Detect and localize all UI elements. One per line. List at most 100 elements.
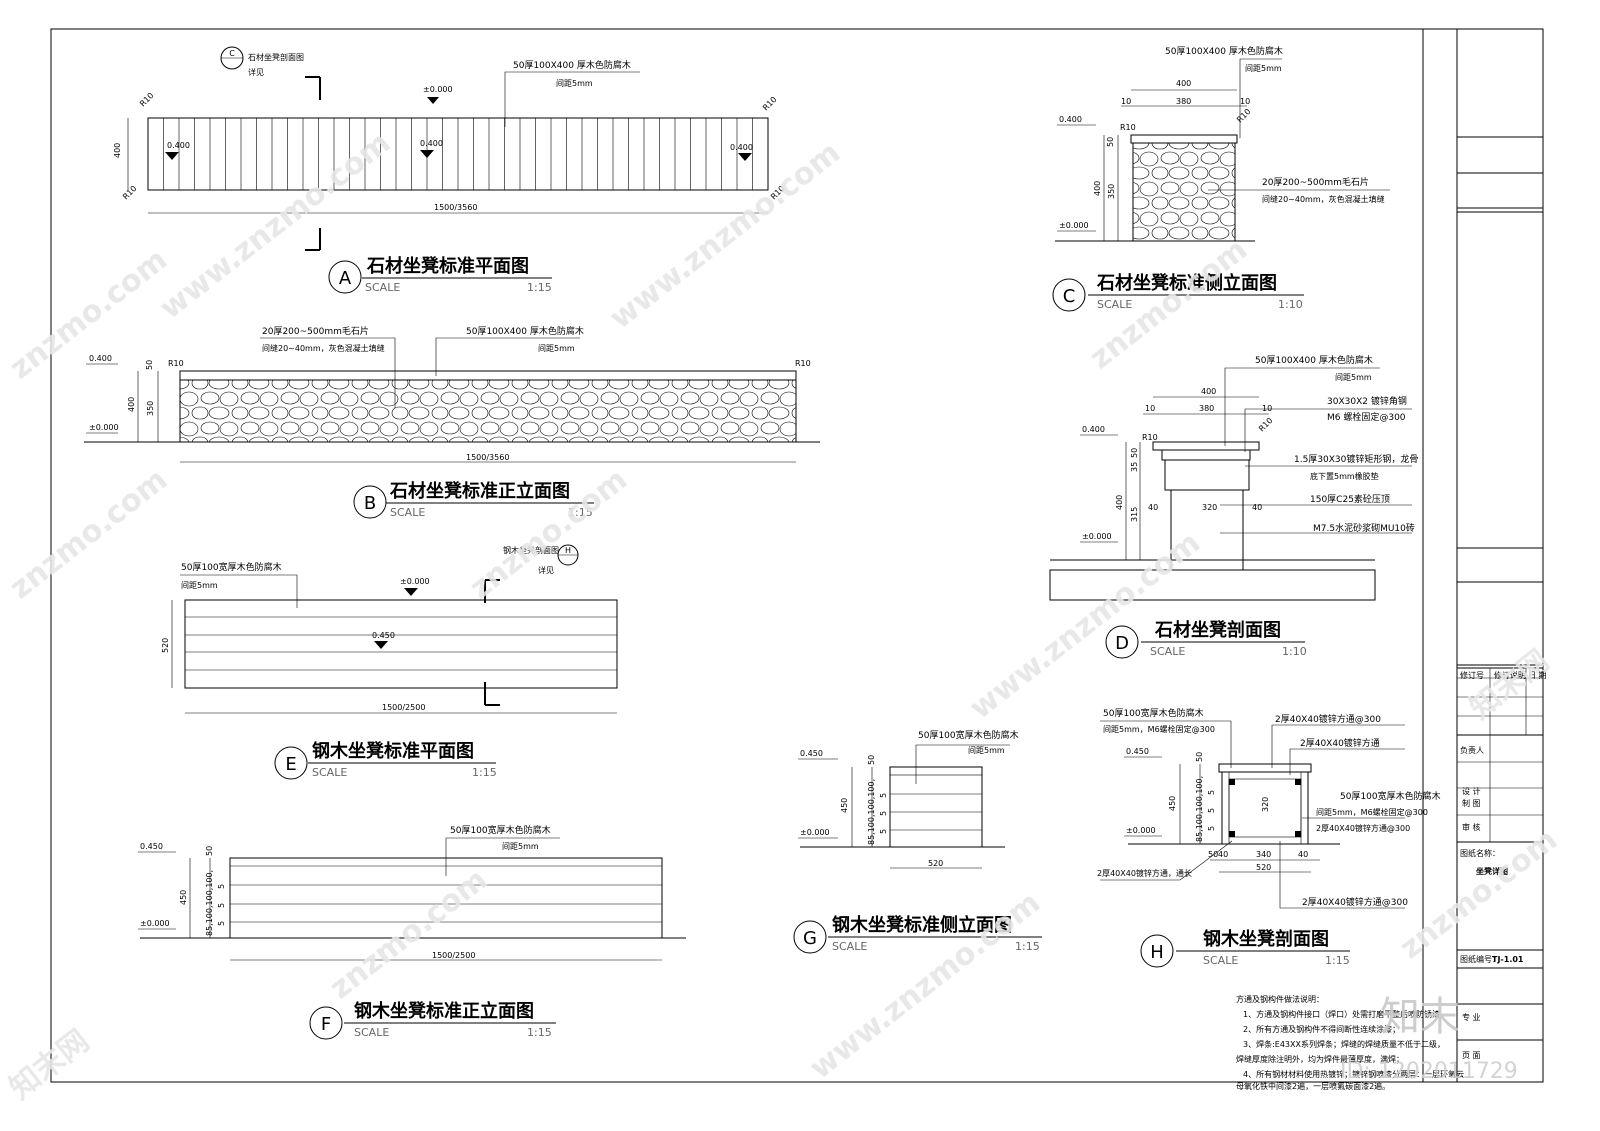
view-title: 石材坐凳标准平面图 — [366, 255, 529, 277]
dim-50: 50 — [205, 846, 214, 856]
view-b-stone-bench-front: 20厚200~500mm毛石片 间缝20~40mm，灰色混凝土填缝 50厚100… — [84, 325, 820, 519]
scale-word: SCALE — [354, 1026, 389, 1039]
note-steel-tube-3: 2厚40X40镀锌方通@300 — [1316, 823, 1410, 833]
notes-line: 4、所有钢材材料使用热镀锌；镀锌钢喷漆分两层：一层环氧云 — [1243, 1069, 1464, 1079]
note-steel-tube-1: 2厚40X40镀锌方通@300 — [1275, 713, 1381, 725]
dim-450: 450 — [840, 798, 849, 813]
drawing-no: TJ-1.01 — [1492, 955, 1524, 964]
elev-zero: ±0.000 — [800, 828, 830, 837]
radius-note: R10 — [121, 184, 139, 202]
rev-desc-label: 修订说明 — [1494, 670, 1526, 680]
dim-5: 5 — [879, 811, 888, 816]
elev-top-3: 0.400 — [730, 143, 753, 152]
dim-length: 1500/2500 — [382, 703, 425, 712]
wood-note: 50厚100X400 厚木色防腐木 — [1165, 45, 1283, 57]
watermark-text: znzmo.com — [3, 462, 174, 606]
view-bubble — [353, 485, 387, 519]
scale-value: 1:10 — [1278, 298, 1303, 311]
dim-5: 5 — [1207, 826, 1216, 831]
wood-note: 50厚100X400 厚木色防腐木 — [513, 59, 631, 71]
section-ref-text: 钢木坐凳剖面图 — [503, 545, 559, 555]
wood-note: 50厚100宽厚木色防腐木 — [450, 824, 551, 836]
dim-40: 40 — [1252, 503, 1262, 512]
stone-body — [179, 379, 797, 443]
note-bolt: M6 螺栓固定@300 — [1327, 411, 1406, 423]
elev-top: 0.400 — [89, 354, 112, 363]
dim-315: 315 — [1130, 507, 1139, 522]
view-letter: C — [1063, 286, 1076, 307]
watermark-text: 知末网 — [1463, 643, 1555, 726]
note-rubber-pad: 底下置5mm橡胶垫 — [1310, 471, 1379, 481]
dim-50: 50 — [1130, 448, 1139, 458]
scale-word: SCALE — [1203, 954, 1238, 967]
discipline-label: 专 业 — [1462, 1012, 1481, 1022]
elev-top: 0.400 — [1082, 425, 1105, 434]
view-bubble — [274, 746, 308, 780]
dim-length: 1500/2500 — [432, 951, 475, 960]
dim-50: 50 — [145, 360, 154, 370]
radius-note: R10 — [1120, 123, 1136, 132]
foundation-bed — [1049, 569, 1376, 601]
radius-note: R10 — [138, 91, 156, 109]
note-brick: M7.5水泥砂浆砌MU10砖 — [1313, 522, 1415, 534]
scale-word: SCALE — [1150, 645, 1185, 658]
seat-board — [1218, 763, 1312, 773]
scale-value: 1:15 — [1325, 954, 1350, 967]
view-e-steel-wood-plan: 50厚100宽厚木色防腐木 间距5mm ±0.000 0.450 H 钢木坐凳剖… — [161, 544, 618, 780]
view-h-steel-wood-section: 50厚100宽厚木色防腐木 间距5mm，M6螺栓固定@300 2厚40X40镀锌… — [1097, 707, 1441, 968]
elev-zero: ±0.000 — [423, 85, 453, 94]
note-bolt: 间距5mm，M6螺栓固定@300 — [1316, 807, 1428, 817]
dim-height: 520 — [161, 638, 170, 653]
dim-350: 350 — [1107, 184, 1116, 199]
watermark-text: znzmo.com — [1393, 822, 1564, 966]
dim-400: 400 — [1093, 181, 1102, 196]
radius-note: R10 — [795, 359, 811, 368]
dim-stack: 85,100,100,100, — [867, 779, 876, 845]
wood-gap: 间距5mm — [502, 842, 539, 851]
stone-body — [1132, 142, 1236, 242]
elev-top: 0.450 — [1126, 747, 1149, 756]
dim-height: 400 — [113, 143, 122, 158]
dim-length: 1500/3560 — [466, 453, 509, 462]
radius-note: R10 — [1142, 433, 1158, 442]
dim-5: 5 — [217, 903, 226, 908]
dim-stack: 85,100,100,100, — [1195, 776, 1204, 842]
dim-380: 380 — [1176, 97, 1191, 106]
view-bubble — [328, 260, 362, 294]
wood-slats — [163, 118, 753, 190]
notes-heading: 方通及钢构件做法说明： — [1236, 994, 1324, 1004]
note-rect-steel: 1.5厚30X30镀锌矩形钢，龙骨 — [1294, 453, 1418, 465]
scale-value: 1:15 — [527, 1026, 552, 1039]
scale-word: SCALE — [1097, 298, 1132, 311]
view-bubble — [793, 920, 827, 954]
note-steel-tube-long: 2厚40X40镀锌方通，通长 — [1097, 868, 1192, 878]
elev-seat: 0.450 — [372, 631, 395, 640]
wood-note: 50厚100宽厚木色防腐木 — [1103, 707, 1204, 719]
watermark-text: www.znzmo.com — [153, 125, 397, 326]
view-letter: B — [364, 493, 376, 514]
dim-520: 520 — [1256, 863, 1271, 872]
dim-320: 320 — [1261, 797, 1270, 812]
dim-5: 5 — [1207, 790, 1216, 795]
view-letter: A — [339, 268, 352, 289]
stone-note: 20厚200~500mm毛石片 — [262, 325, 369, 337]
section-ref-sub: 详见 — [248, 67, 264, 77]
view-title: 钢木坐凳标准侧立面图 — [832, 914, 1012, 936]
dim-400: 400 — [127, 397, 136, 412]
elev-top: 0.450 — [800, 749, 823, 758]
dim-10: 10 — [1145, 404, 1155, 413]
dim-50: 50 — [1106, 137, 1115, 147]
wood-gap: 间距5mm — [538, 344, 575, 353]
design-label: 设 计 — [1462, 786, 1481, 796]
view-bubble — [1140, 934, 1174, 968]
dim-5: 5 — [1207, 808, 1216, 813]
dim-50: 50 — [1208, 850, 1218, 859]
drawing-no-label: 图纸编号： — [1460, 954, 1500, 964]
notes-line: 焊缝厚度除注明外，均为焊件最薄厚度，满焊； — [1236, 1054, 1404, 1064]
bench-top-outline — [184, 599, 618, 689]
watermark-text: www.znzmo.com — [603, 135, 847, 336]
radius-note: R10 — [1235, 107, 1253, 125]
dim-10: 10 — [1262, 404, 1272, 413]
title-block: 修订号 修订说明 日 期 负责人 设 计 制 图 审 核 图纸名称： 坐凳详图 … — [1456, 28, 1547, 1083]
view-bubble — [309, 1006, 343, 1040]
